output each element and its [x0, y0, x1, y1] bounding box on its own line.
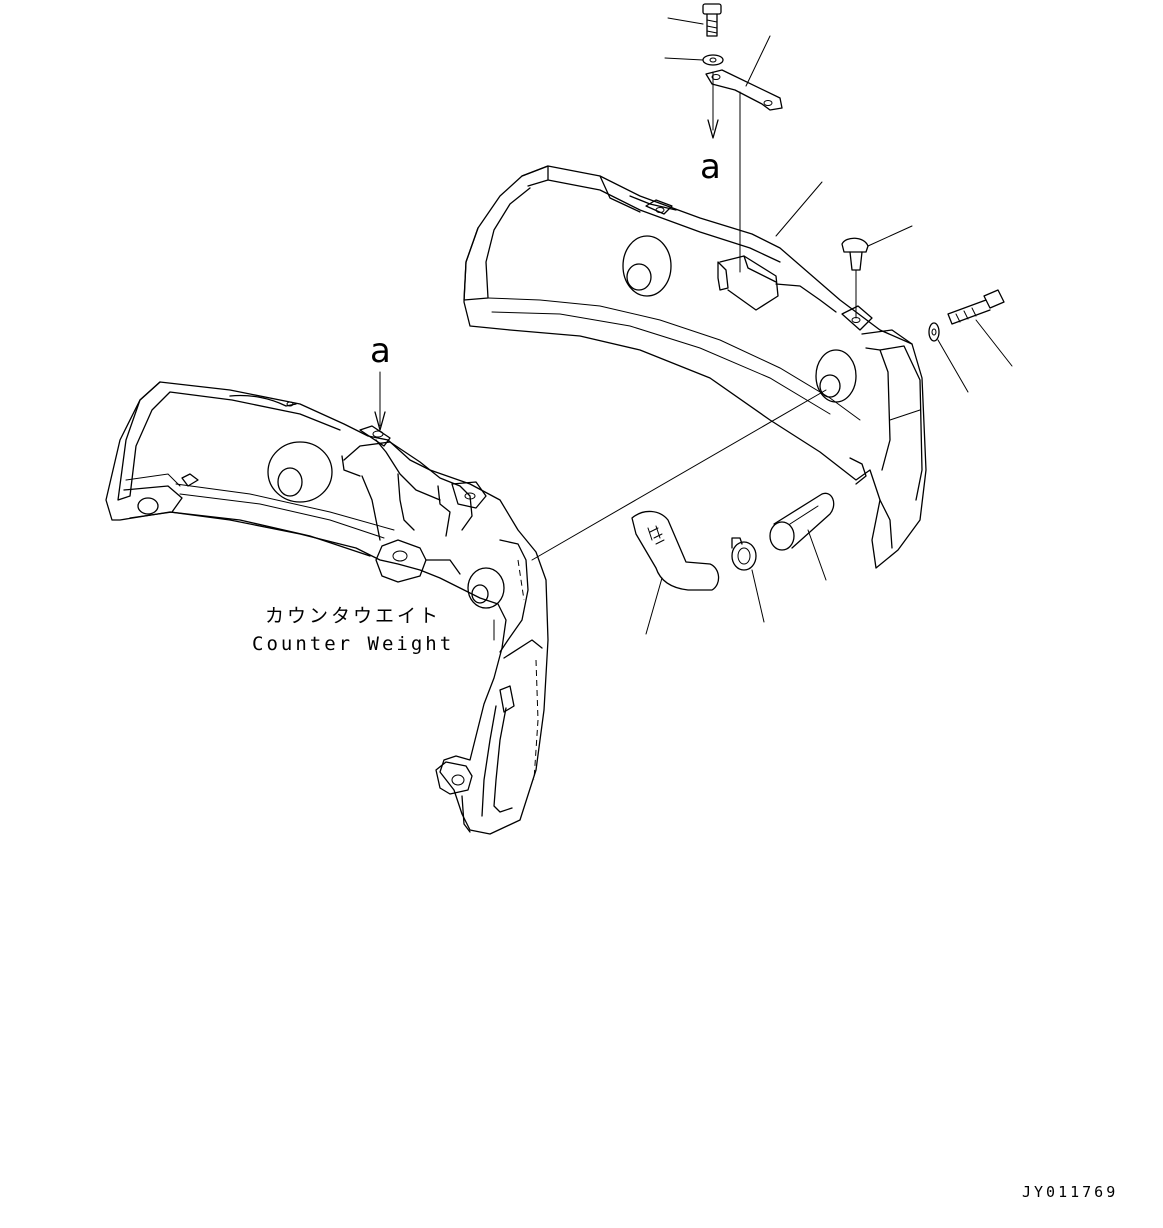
- leader-line-bracket: [745, 35, 771, 87]
- hose-icon: [631, 510, 720, 591]
- view-marker-a-left: a: [370, 331, 391, 371]
- cover-icon: [463, 165, 927, 569]
- counterweight-label-jp: カウンタウエイト: [265, 605, 441, 627]
- bolt-icon: [702, 3, 722, 37]
- connector-line-diagonal: [531, 389, 827, 561]
- counterweight-icon: [105, 381, 549, 835]
- long-bolt-icon: [947, 289, 1005, 325]
- leader-line-washer: [664, 57, 704, 61]
- leader-line-pipe: [807, 529, 827, 581]
- arrow-down-icon-left: [374, 371, 386, 431]
- pipe-icon: [769, 492, 835, 551]
- leader-line-side-washer: [937, 339, 969, 393]
- washer-icon-side: [928, 322, 940, 342]
- counterweight-label-en: Counter Weight: [252, 633, 454, 655]
- leader-line-screw: [867, 225, 913, 247]
- clamp-icon: [731, 537, 757, 571]
- view-marker-a-top: a: [700, 147, 721, 187]
- leader-line-hose: [645, 577, 663, 635]
- drawing-code: JY011769: [1022, 1183, 1118, 1201]
- bracket-icon: [705, 69, 783, 111]
- arrow-down-icon: [707, 71, 719, 139]
- leader-line-clamp: [751, 569, 765, 623]
- washer-icon: [702, 54, 724, 66]
- leader-line-cover: [775, 181, 823, 237]
- leader-line-bolt: [667, 17, 704, 25]
- screw-icon: [841, 237, 869, 271]
- leader-line-long-bolt: [975, 319, 1013, 367]
